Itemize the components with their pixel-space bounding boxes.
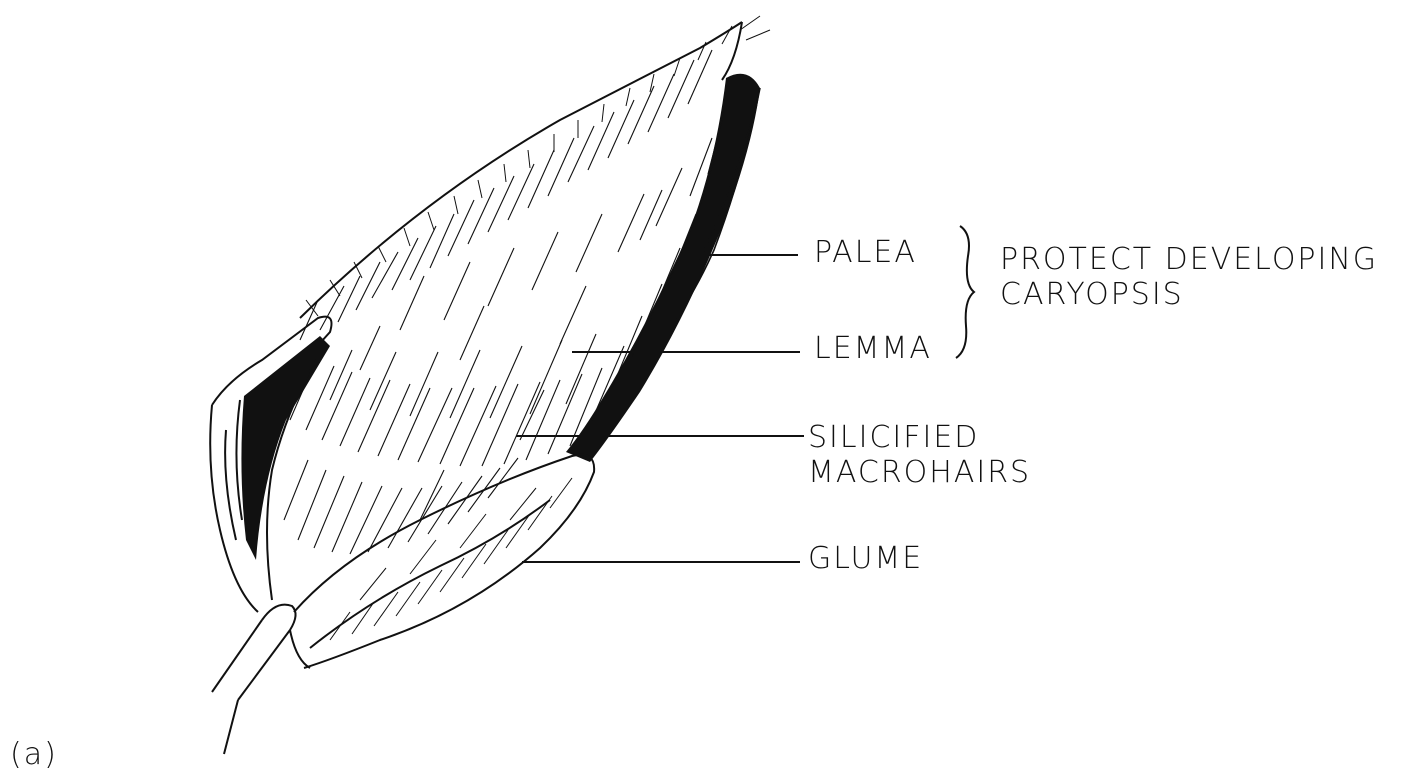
label-silicified-macrohairs: SILICIFIED MACROHAIRS (808, 420, 1031, 491)
label-glume: GLUME (808, 544, 923, 574)
bracket-note: PROTECT DEVELOPING CARYOPSIS (1000, 242, 1378, 313)
glume-hatching (330, 478, 572, 640)
panel-label: (a) (10, 740, 58, 770)
stalk (212, 605, 296, 754)
bracket-brace (956, 226, 974, 358)
palea-dark-left (241, 336, 330, 560)
label-lemma: LEMMA (814, 334, 932, 364)
label-palea: PALEA (814, 238, 917, 268)
lemma-dark-right (566, 74, 760, 462)
